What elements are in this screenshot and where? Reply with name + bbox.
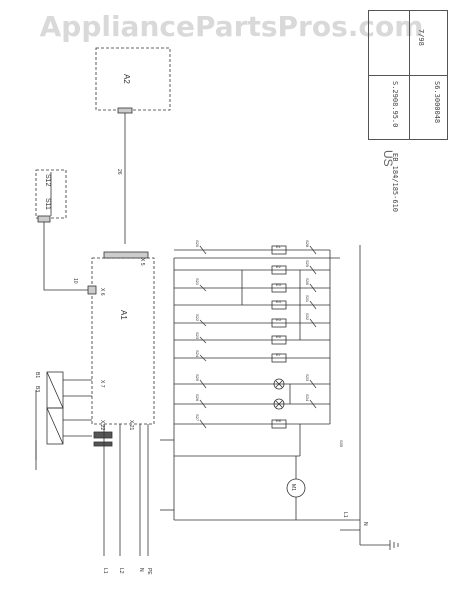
s11-connector bbox=[37, 215, 51, 223]
element-label: E6 bbox=[276, 334, 282, 339]
element-label: E7 bbox=[276, 352, 282, 357]
title-block: 7/98 S.2908.95.0 EB 184/185-610 S6.30000… bbox=[368, 10, 448, 212]
element-label: E5 bbox=[276, 317, 282, 322]
bottom-label-n: N bbox=[362, 522, 368, 526]
switch-label: S28 bbox=[305, 240, 310, 248]
label-x22: X 22 bbox=[99, 420, 105, 431]
element-label: E4 bbox=[276, 299, 282, 304]
switch-label: S24 bbox=[195, 350, 200, 358]
switch-label: S35 bbox=[339, 440, 344, 448]
watermark-text: AppliancePartsPros.com bbox=[39, 10, 424, 43]
switch-label-group: S20 S21 S22 S23 S24 S25 S26 S27 S28 S29 … bbox=[195, 240, 344, 448]
bus-label-pe: PE bbox=[146, 568, 152, 575]
label-x5: X 5 bbox=[139, 258, 145, 266]
switch-label: S26 bbox=[195, 394, 200, 402]
label-b1: B1 bbox=[34, 372, 40, 378]
element-label-group: E1 E2 E3 E4 E5 E6 E7 E8 bbox=[276, 244, 282, 423]
switch-label: S32 bbox=[305, 313, 310, 321]
heater-b3 bbox=[46, 407, 64, 445]
switch-label: S30 bbox=[305, 278, 310, 286]
bus-label-l2: L2 bbox=[118, 568, 124, 574]
switch-label: S27 bbox=[195, 414, 200, 422]
switch-label: S29 bbox=[305, 260, 310, 268]
bus-label-n: N bbox=[138, 568, 144, 572]
switch-label: S23 bbox=[195, 332, 200, 340]
label-x6: X 6 bbox=[99, 288, 105, 296]
label-wire-10: 10 bbox=[72, 278, 78, 284]
label-a2: A2 bbox=[122, 74, 131, 84]
switch-label: S33 bbox=[305, 374, 310, 382]
label-x21: X 21 bbox=[128, 420, 134, 431]
a1-top-connector bbox=[103, 251, 149, 259]
bus-label-l1: L1 bbox=[102, 568, 108, 574]
module-a2-box bbox=[95, 47, 171, 111]
a2-connector bbox=[117, 107, 133, 114]
switch-label: S25 bbox=[195, 374, 200, 382]
switch-label: S22 bbox=[195, 314, 200, 322]
element-label: E2 bbox=[276, 264, 282, 269]
element-label: E8 bbox=[276, 418, 282, 423]
wire-10 bbox=[43, 222, 92, 291]
transformer-core bbox=[93, 431, 113, 439]
switch-label: S34 bbox=[305, 394, 310, 402]
label-x7: X 7 bbox=[99, 380, 105, 388]
switch-label: S21 bbox=[195, 278, 200, 286]
label-s11: S11 bbox=[44, 198, 51, 210]
bottom-label-l1: L1 bbox=[342, 512, 348, 518]
a1-side-connector bbox=[87, 285, 97, 295]
label-m1: M1 bbox=[290, 484, 296, 491]
label-s12: S12 bbox=[44, 174, 51, 187]
label-b3: B3 bbox=[34, 386, 40, 392]
ladder-rungs bbox=[174, 249, 330, 457]
switch-contacts bbox=[199, 245, 317, 429]
label-wire-26: 26 bbox=[116, 169, 122, 175]
switch-label: S20 bbox=[195, 240, 200, 248]
module-s11-s12-box bbox=[35, 169, 67, 219]
indicator-lamps bbox=[273, 378, 285, 410]
module-a1-box bbox=[91, 257, 155, 425]
label-a1: A1 bbox=[119, 310, 128, 320]
element-label: E3 bbox=[276, 282, 282, 287]
heating-elements bbox=[271, 245, 287, 429]
switch-label: S31 bbox=[305, 295, 310, 303]
element-label: E1 bbox=[276, 244, 282, 249]
